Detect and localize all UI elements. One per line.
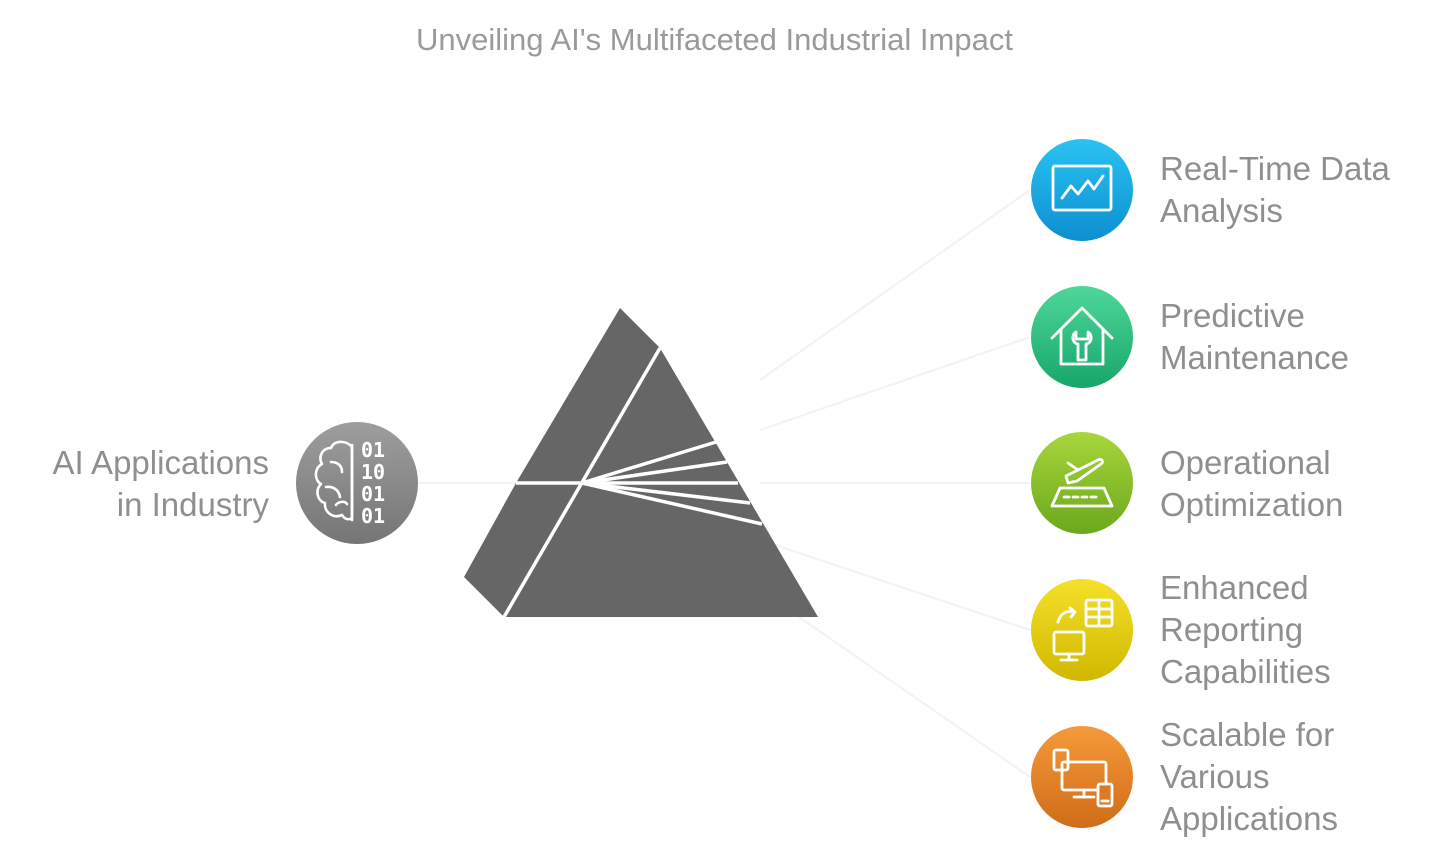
- output-node-3: [1031, 432, 1133, 534]
- output-node-2: [1031, 286, 1133, 388]
- output-node-1: [1031, 139, 1133, 241]
- output-beam-5: [759, 589, 1031, 778]
- output-label-4-line-2: Reporting: [1160, 611, 1304, 648]
- output-label-2: Predictive Maintenance: [1160, 295, 1349, 379]
- output-label-1-line-2: Analysis: [1160, 192, 1283, 229]
- prism-body: [464, 308, 818, 617]
- output-label-5-line-3: Applications: [1160, 800, 1338, 837]
- output-beam-1: [759, 189, 1031, 381]
- diagram-title: Unveiling AI's Multifaceted Industrial I…: [416, 22, 1013, 57]
- prism-refraction-5: [581, 481, 763, 526]
- output-label-1: Real-Time Data Analysis: [1160, 148, 1390, 232]
- input-label-line-2: in Industry: [116, 486, 269, 523]
- binary-row-2: 10: [361, 460, 385, 484]
- output-circle-3: [1031, 432, 1133, 534]
- binary-digits: 01 10 01 01: [361, 438, 385, 528]
- prism-refraction-4: [581, 481, 751, 505]
- output-label-4-line-1: Enhanced: [1160, 569, 1309, 606]
- prism-refraction-2: [581, 460, 728, 485]
- binary-row-1: 01: [361, 438, 385, 462]
- input-node: 01 10 01 01: [296, 422, 418, 544]
- airplane-runway-icon: [1050, 458, 1114, 508]
- input-circle: [296, 422, 418, 544]
- devices-icon: [1052, 748, 1114, 808]
- binary-row-3: 01: [361, 482, 385, 506]
- report-sync-icon: [1052, 598, 1114, 662]
- output-label-2-line-1: Predictive: [1160, 297, 1305, 334]
- prism: [464, 308, 818, 618]
- output-label-5: Scalable for Various Applications: [1160, 714, 1338, 840]
- output-node-5: [1031, 726, 1133, 828]
- brain-binary-icon: [314, 440, 354, 522]
- output-label-2-line-2: Maintenance: [1160, 339, 1349, 376]
- output-circle-4: [1031, 579, 1133, 681]
- chart-monitor-icon: [1051, 164, 1113, 212]
- input-label-line-1: AI Applications: [52, 444, 269, 481]
- output-node-4: [1031, 579, 1133, 681]
- output-label-3: Operational Optimization: [1160, 442, 1343, 526]
- output-label-3-line-1: Operational: [1160, 444, 1331, 481]
- light-beams: [418, 189, 1031, 778]
- prism-refraction-1: [581, 440, 717, 485]
- output-label-5-line-1: Scalable for: [1160, 716, 1335, 753]
- house-wrench-icon: [1050, 306, 1114, 366]
- output-label-5-line-2: Various: [1160, 758, 1270, 795]
- output-label-4-line-3: Capabilities: [1160, 653, 1331, 690]
- output-label-1-line-1: Real-Time Data: [1160, 150, 1390, 187]
- output-circle-5: [1031, 726, 1133, 828]
- output-beam-4: [759, 539, 1031, 631]
- binary-row-4: 01: [361, 504, 385, 528]
- output-label-4: Enhanced Reporting Capabilities: [1160, 567, 1331, 693]
- input-label: AI Applications in Industry: [53, 442, 269, 526]
- output-label-3-line-2: Optimization: [1160, 486, 1344, 523]
- output-circle-2: [1031, 286, 1133, 388]
- output-beam-2: [759, 336, 1031, 431]
